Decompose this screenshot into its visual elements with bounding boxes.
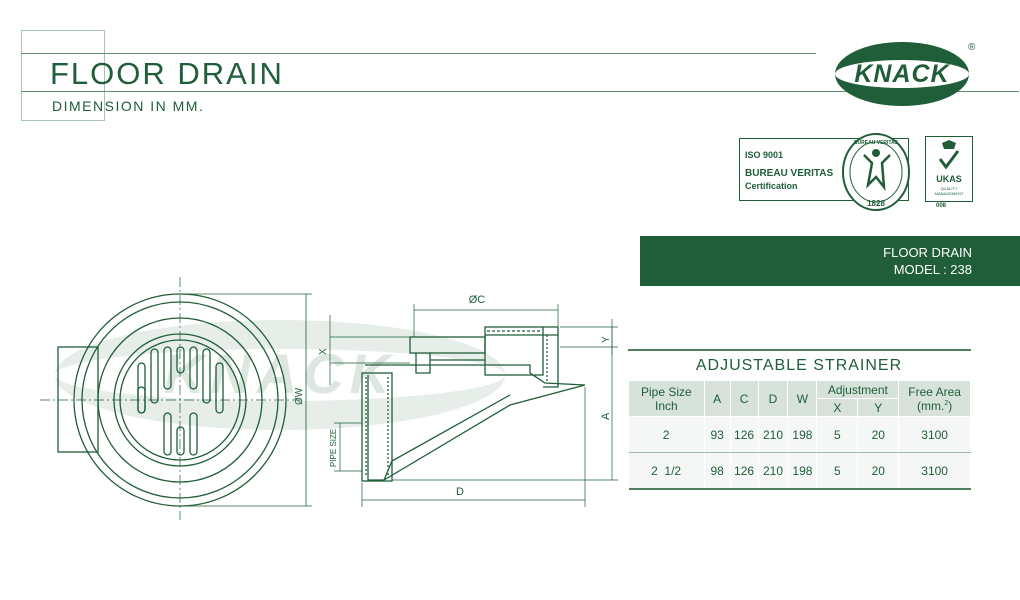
frame-line-mid [104,30,105,120]
cell-c: 126 [730,416,759,453]
header-x: X [816,398,859,417]
cell-x: 5 [816,452,859,490]
header-a: A [703,380,731,417]
table-row: 2 1/2 98 126 210 198 5 20 3100 [628,452,971,490]
technical-drawing: KNACK ØW [40,277,618,520]
header-w: W [787,380,818,417]
header-c: C [729,380,759,417]
frame-line-top [21,30,105,31]
cell-pipe: 2 [628,416,705,453]
cell-d: 210 [758,416,789,453]
label-c: ØC [469,294,486,306]
cell-x: 5 [816,416,859,453]
cell-w: 198 [787,452,818,490]
section-view [329,304,618,507]
cell-a: 98 [704,452,731,490]
cell-w: 198 [787,416,818,453]
header-free-area: Free Area(mm.2) [898,380,971,417]
frame-line-left [21,30,22,120]
bureau-veritas-seal: 1828 BUREAU VERITAS [842,133,910,211]
logo-text: KNACK [854,60,950,88]
header-d: D [757,380,789,417]
table-row: 2 93 126 210 198 5 20 3100 [628,416,971,453]
cert-iso: ISO 9001 [745,150,784,160]
ukas-mark: UKAS QUALITY MANAGEMENT [925,136,973,202]
ukas-text: UKAS [936,174,962,184]
label-y: Y [601,336,612,343]
plan-view [40,277,312,520]
ukas-sub2: MANAGEMENT [935,191,964,196]
cert-body: BUREAU VERITAS [745,168,834,179]
registered-mark: ® [968,42,976,53]
cert-type: Certification [745,181,798,191]
banner-product: FLOOR DRAIN [883,245,972,260]
watermark-text: KNACK [164,342,396,405]
label-pipe-size: PIPE SIZE [329,429,338,467]
model-banner [640,236,1020,286]
cell-area: 3100 [898,452,971,490]
knack-logo: KNACK [835,42,969,106]
table-top-rule [628,349,971,351]
label-a: A [600,412,612,420]
label-d: D [456,486,464,498]
table-title: ADJUSTABLE STRAINER [695,357,903,374]
header-rule-bottom [21,91,1019,92]
cell-pipe: 2 1/2 [628,452,705,490]
label-w: ØW [294,387,305,405]
label-x: X [318,348,329,355]
seal-year: 1828 [867,199,885,208]
frame-line-bottom [21,120,105,121]
seal-top-text: BUREAU VERITAS [854,140,899,146]
banner-model: MODEL : 238 [893,262,972,277]
cell-a: 93 [704,416,731,453]
header-adjustment: Adjustment [816,380,900,399]
ukas-sub1: QUALITY [940,186,957,191]
cell-area: 3100 [898,416,971,453]
cell-y: 20 [857,416,900,453]
header-rule-top [21,53,816,54]
cell-d: 210 [758,452,789,490]
cell-y: 20 [857,452,900,490]
header-y: Y [857,398,900,417]
ukas-number: 008 [936,203,947,209]
page-title: FLOOR DRAIN [50,56,284,91]
page-subtitle: DIMENSION IN MM. [52,98,205,114]
cell-c: 126 [730,452,759,490]
